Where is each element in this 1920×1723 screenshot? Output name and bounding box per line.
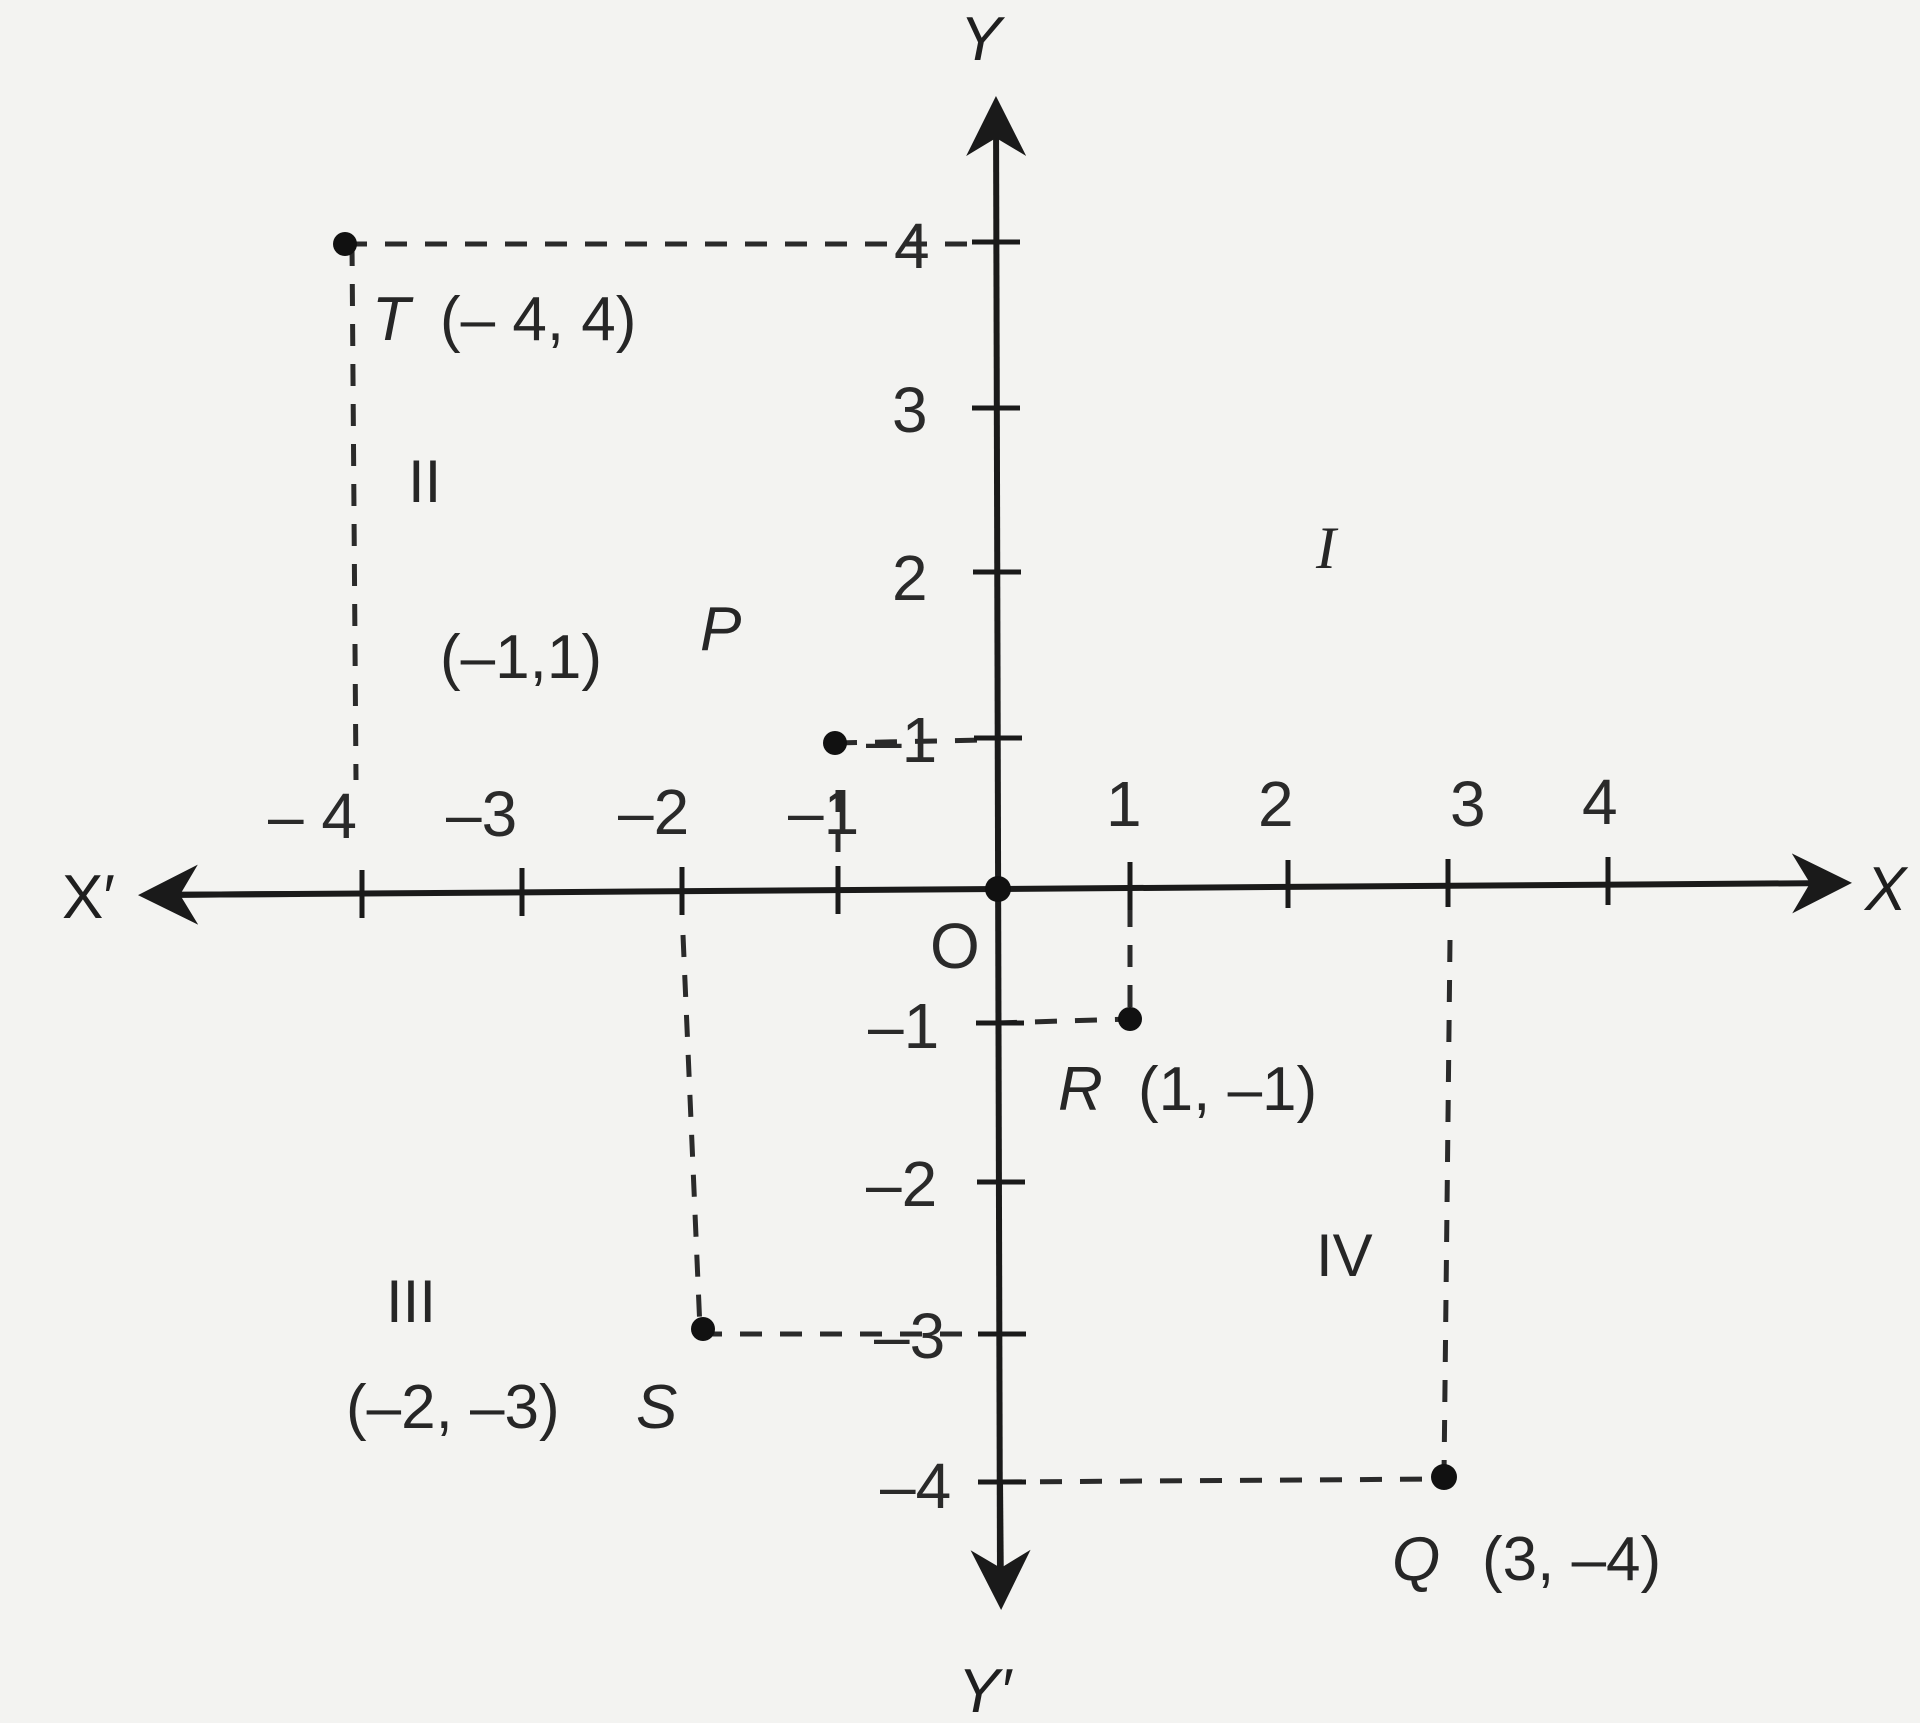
y-tick-label-neg3: –3 — [874, 1300, 945, 1372]
y-tick-label-3: 3 — [892, 374, 928, 446]
quadrant-label-i: I — [1315, 515, 1339, 581]
y-tick-label-4: 4 — [894, 210, 930, 282]
y-tick-label-1: –1 — [866, 704, 937, 776]
x-tick-label-neg1: –1 — [788, 776, 859, 848]
guide-q-vertical — [1441, 939, 1453, 1476]
x-tick-label-neg4: – 4 — [268, 780, 357, 852]
origin-dot — [985, 876, 1011, 902]
quadrant-label-ii: II — [408, 448, 441, 515]
y-tick-label-2: 2 — [892, 542, 928, 614]
quadrant-label-iv: IV — [1316, 1222, 1373, 1289]
x-tick-label-2: 2 — [1258, 768, 1294, 840]
x-axis-negative-arrow — [138, 864, 301, 925]
y-tick-label-neg1: –1 — [868, 990, 939, 1062]
x-axis-label-left: X′ — [62, 863, 115, 932]
point-t-dot — [333, 232, 357, 256]
x-axis-label-right: X — [1863, 855, 1909, 924]
x-tick-label-4: 4 — [1582, 766, 1618, 838]
point-s-name: S — [636, 1373, 677, 1442]
point-q-name: Q — [1392, 1525, 1440, 1594]
guide-p-horizontal — [834, 737, 986, 746]
y-axis — [966, 96, 1027, 1581]
point-s-dot — [691, 1317, 715, 1341]
y-axis-negative-arrow — [970, 1479, 1031, 1610]
origin-label: O — [930, 910, 980, 982]
point-q-dot — [1431, 1464, 1457, 1490]
x-tick-label-neg3: –3 — [446, 778, 517, 850]
point-p-coords: (–1,1) — [440, 623, 602, 692]
y-tick-label-neg4: –4 — [880, 1450, 951, 1522]
quadrant-label-iii: III — [386, 1268, 436, 1335]
y-axis-label-top: Y — [960, 5, 1006, 74]
guide-s-vertical — [680, 934, 703, 1330]
point-p-dot — [823, 731, 847, 755]
point-r-coords: (1, –1) — [1138, 1055, 1317, 1124]
point-t-coords: (– 4, 4) — [440, 285, 636, 354]
guide-t-vertical — [349, 243, 359, 781]
point-s-coords: (–2, –3) — [346, 1373, 560, 1442]
point-q-coords: (3, –4) — [1482, 1525, 1661, 1594]
y-axis-label-bottom: Y′ — [958, 1657, 1013, 1723]
x-tick-label-3: 3 — [1450, 768, 1486, 840]
guide-q-horizontal — [999, 1476, 1445, 1485]
point-r-dot — [1118, 1007, 1142, 1031]
y-tick-label-neg2: –2 — [866, 1148, 937, 1220]
point-t-name: T — [372, 285, 414, 354]
x-tick-label-1: 1 — [1106, 768, 1142, 840]
point-r-name: R — [1058, 1055, 1103, 1124]
x-tick-label-neg2: –2 — [618, 776, 689, 848]
point-p-name: P — [700, 595, 741, 664]
